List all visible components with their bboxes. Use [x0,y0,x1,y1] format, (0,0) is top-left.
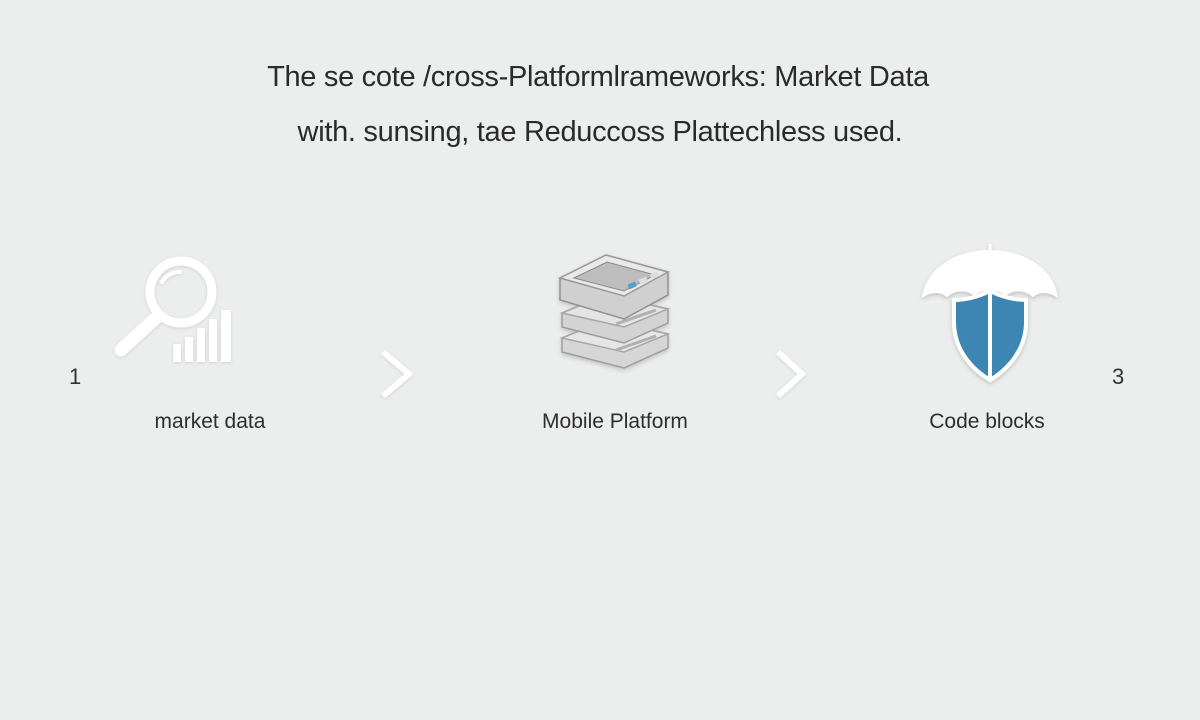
umbrella-shield-icon [922,244,1058,383]
chevron-right-icon [381,349,414,399]
step-label-mobile-platform: Mobile Platform [542,410,688,433]
title-line-2: with. sunsing, tae Reduccoss Plattechles… [297,116,903,148]
title-line-1: The se cote /cross-Platformlrameworks: M… [267,61,929,93]
flow-end-number: 3 [1112,364,1125,389]
magnifier-bar-chart-icon [114,256,231,362]
chevron-right-icon [775,349,807,399]
step-label-market-data: market data [154,410,266,433]
step-label-code-blocks: Code blocks [929,410,1045,433]
stacked-devices-icon [557,254,671,369]
flow-start-number: 1 [69,364,82,389]
